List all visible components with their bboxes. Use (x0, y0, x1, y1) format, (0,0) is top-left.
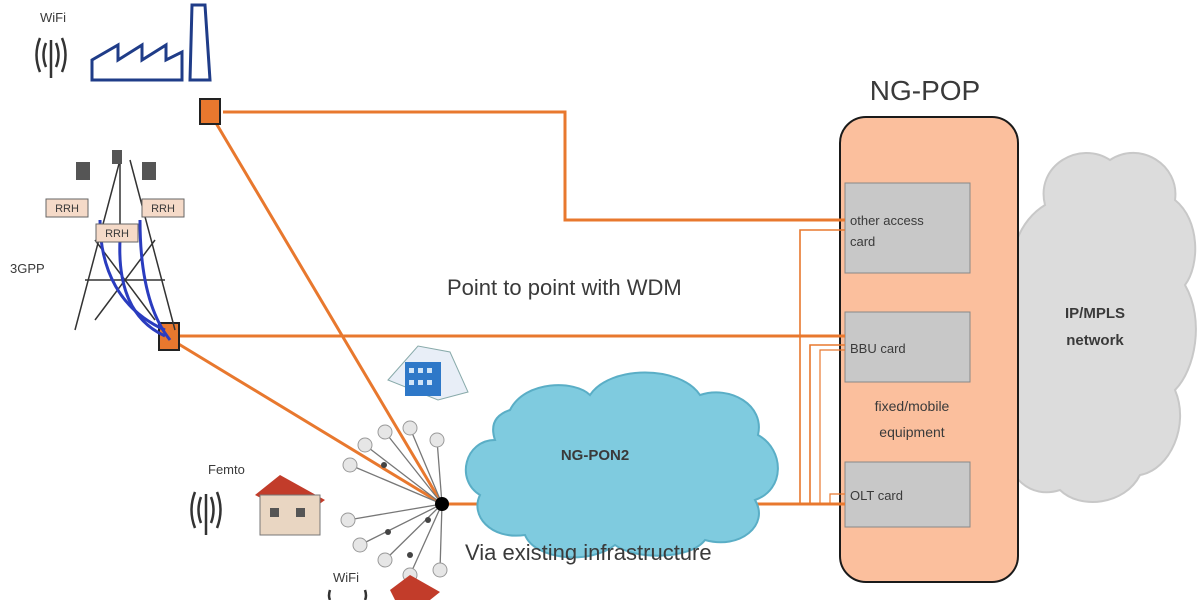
fixed-mobile-label-2: equipment (879, 424, 944, 440)
thin-link-3 (819, 349, 845, 504)
wifi-bottom-icon (327, 589, 368, 600)
rrh-label-2: RRH (151, 203, 175, 215)
other-access-label-1: other access (850, 213, 924, 228)
splitter-node (435, 497, 449, 511)
ipmpls-cloud: IP/MPLS network (991, 151, 1197, 503)
house-icon-femto (255, 475, 325, 536)
rrh-label-3: RRH (105, 228, 129, 240)
olt-card-label: OLT card (850, 488, 903, 503)
ipmpls-label-1: IP/MPLS (1065, 305, 1125, 322)
p2p-wdm-label: Point to point with WDM (447, 275, 682, 300)
other-access-label-2: card (850, 234, 875, 249)
office-building-icon (387, 345, 469, 401)
rrh-label-1: RRH (55, 203, 79, 215)
link-factory-to-splitter (211, 117, 444, 505)
olt-card (844, 461, 971, 528)
cell-tower-icon (74, 150, 176, 341)
rrh-box-3 (95, 223, 139, 243)
bbu-card (844, 311, 971, 383)
factory-onu (199, 98, 221, 125)
wifi-bottom-label: WiFi (333, 570, 359, 585)
wifi-femto-icon (190, 491, 222, 535)
thin-link-2 (809, 344, 845, 504)
thin-link-1 (799, 229, 845, 504)
ngpop-node: NG-POP other access card BBU card fixed/… (839, 75, 1019, 583)
ngpop-title: NG-POP (870, 75, 980, 106)
optical-splitter (340, 420, 449, 583)
bbu-card-label: BBU card (850, 341, 906, 356)
rrh-box-1 (45, 198, 89, 218)
link-factory-to-other-access (223, 110, 845, 222)
thin-link-4 (829, 493, 845, 504)
rrh-boxes: RRH RRH RRH (45, 198, 185, 243)
rrh-box-2 (141, 198, 185, 218)
wifi-top-icon (35, 37, 67, 78)
ngpon2-label: NG-PON2 (561, 447, 629, 464)
other-access-card (844, 182, 971, 274)
wifi-top-label: WiFi (40, 10, 66, 25)
fiber-links (171, 110, 845, 506)
fixed-mobile-label-1: fixed/mobile (875, 398, 950, 414)
factory-icon (90, 3, 212, 82)
femto-label: Femto (208, 462, 245, 477)
via-existing-label: Via existing infrastructure (465, 540, 712, 565)
link-tower-to-splitter (171, 338, 443, 506)
gpp-label: 3GPP (10, 261, 45, 276)
ipmpls-label-2: network (1066, 332, 1124, 349)
house-icon-wifi (390, 575, 440, 600)
ngpon2-cloud: NG-PON2 (464, 371, 779, 559)
